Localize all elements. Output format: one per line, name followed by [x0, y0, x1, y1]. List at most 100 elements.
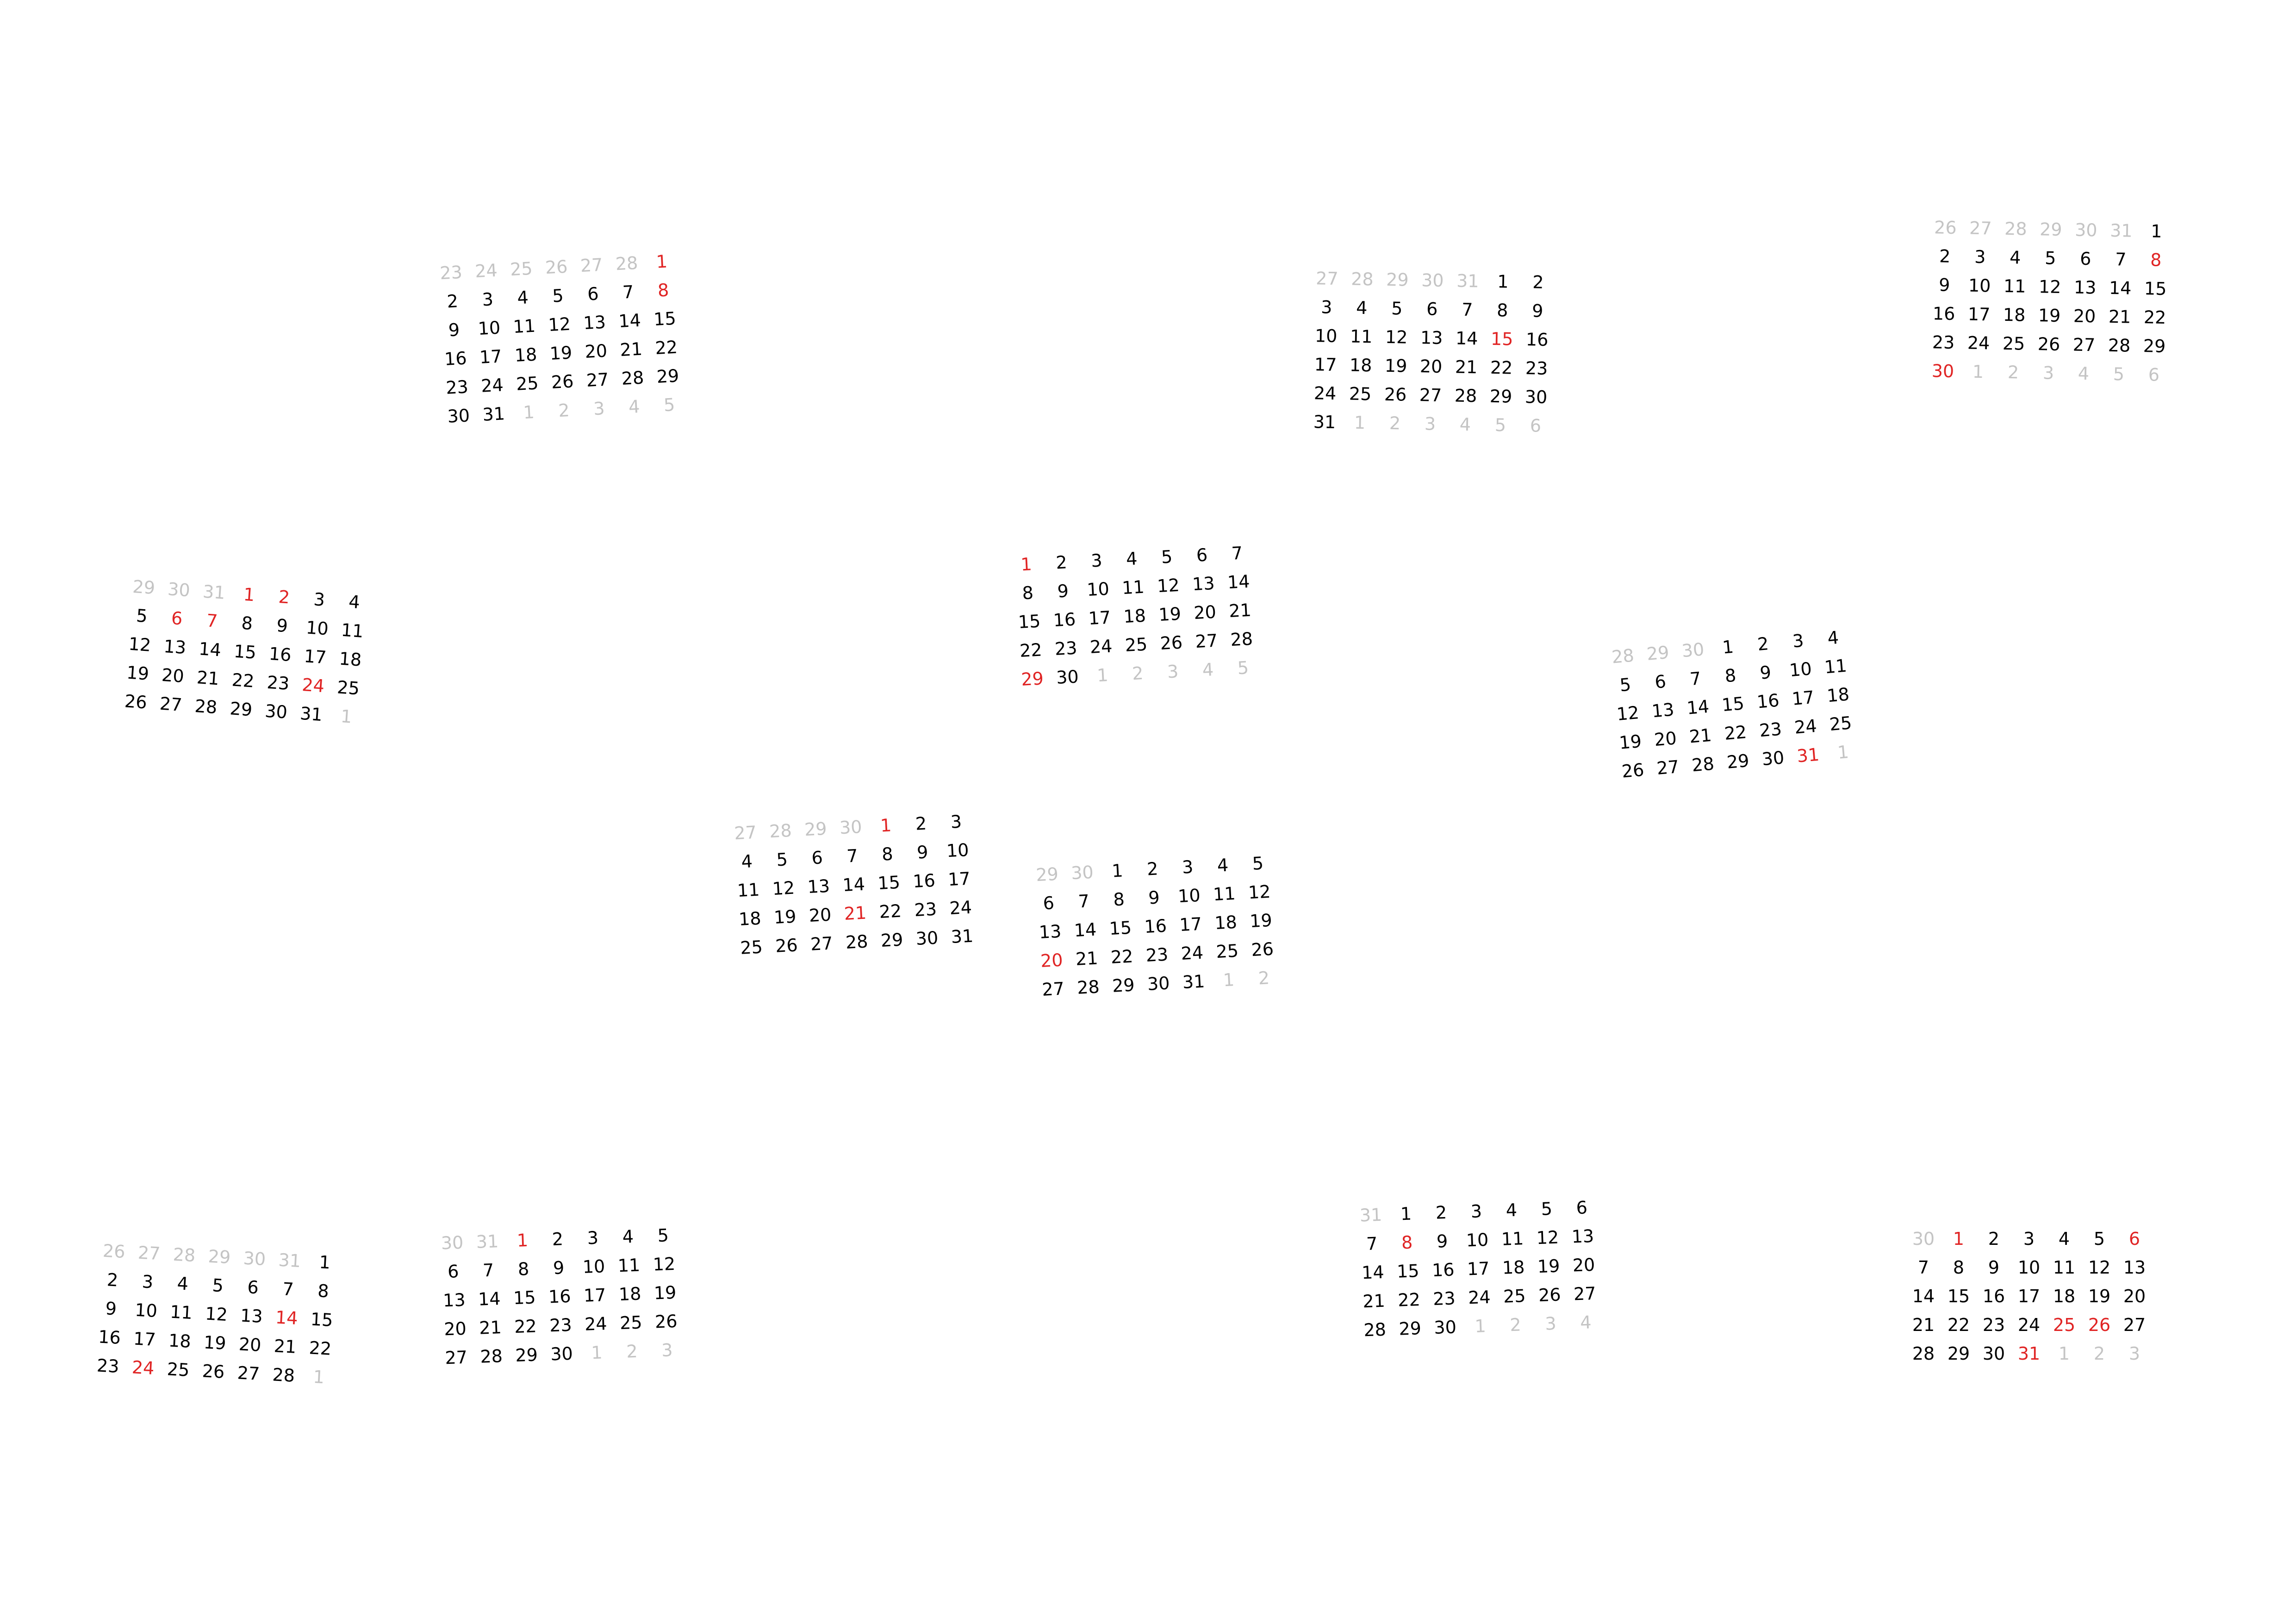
day: 27	[2123, 1315, 2146, 1335]
day: 25	[1829, 712, 1853, 735]
day: 9	[1057, 581, 1069, 602]
day: 14	[618, 310, 641, 332]
day: 4	[1126, 548, 1138, 569]
day: 20	[161, 664, 185, 687]
day: 4	[516, 287, 529, 308]
day-other-month: 4	[628, 396, 641, 418]
day: 16	[1052, 609, 1076, 631]
day: 25	[166, 1359, 190, 1380]
day: 23	[1982, 1315, 2005, 1335]
day: 2	[1988, 1229, 2000, 1249]
day: 5	[1251, 853, 1264, 874]
day: 24	[480, 375, 504, 396]
day: 8	[517, 1258, 529, 1280]
day: 13	[240, 1305, 263, 1327]
day: 17	[1088, 607, 1112, 629]
day: 23	[1054, 637, 1078, 659]
day: 13	[1571, 1225, 1594, 1247]
day: 7	[1366, 1233, 1378, 1255]
day: 3	[1792, 630, 1805, 652]
day: 25	[619, 1312, 643, 1334]
day: 4	[176, 1273, 189, 1294]
day: 6	[2079, 248, 2091, 269]
day: 6	[1195, 544, 1208, 566]
day-other-month: 1	[312, 1366, 325, 1388]
day: 8	[1953, 1257, 1965, 1278]
day: 5	[135, 605, 149, 627]
day: 12	[1536, 1227, 1559, 1249]
day: 3	[481, 289, 494, 310]
day-other-month: 27	[734, 822, 757, 844]
day: 7	[1689, 668, 1702, 690]
day-holiday: 1	[655, 251, 668, 272]
day-other-month: 31	[202, 581, 226, 603]
day: 21	[619, 338, 643, 361]
day: 31	[950, 925, 974, 947]
day-other-month: 30	[441, 1232, 464, 1254]
day: 5	[776, 849, 788, 870]
day-holiday: 14	[275, 1307, 299, 1329]
day: 21	[1912, 1315, 1935, 1335]
day-other-month: 6	[1530, 415, 1542, 436]
day: 10	[1314, 325, 1338, 347]
day: 22	[2143, 307, 2166, 328]
day: 30	[915, 927, 939, 949]
day: 18	[1349, 355, 1372, 376]
day-holiday: 31	[1796, 744, 1820, 767]
day: 20	[1653, 728, 1678, 750]
day-other-month: 1	[1972, 361, 1984, 382]
day-other-month: 1	[523, 401, 535, 423]
day-other-month: 30	[1912, 1229, 1935, 1249]
day: 26	[550, 371, 574, 393]
day: 30	[1982, 1343, 2005, 1364]
day: 5	[1540, 1198, 1553, 1219]
day: 18	[2053, 1286, 2076, 1306]
day: 1	[1400, 1203, 1412, 1224]
day-other-month: 5	[2113, 364, 2125, 385]
day: 17	[303, 646, 327, 668]
day: 27	[1655, 756, 1680, 779]
day: 22	[514, 1316, 537, 1337]
day: 11	[1501, 1228, 1524, 1249]
day: 8	[1021, 582, 1034, 604]
day: 13	[2123, 1257, 2146, 1278]
day: 8	[1113, 889, 1125, 910]
day: 14	[1073, 919, 1097, 941]
day-other-month: 30	[167, 579, 191, 601]
day: 12	[128, 633, 152, 656]
day: 14	[1912, 1286, 1935, 1306]
day-holiday: 6	[2128, 1229, 2140, 1249]
day: 19	[773, 906, 797, 928]
day: 11	[340, 619, 364, 642]
day: 9	[448, 319, 460, 341]
day: 17	[133, 1328, 156, 1350]
day: 27	[1419, 385, 1442, 406]
day-holiday: 31	[2017, 1343, 2041, 1364]
day: 6	[1426, 299, 1438, 319]
day: 30	[1146, 973, 1170, 994]
day-other-month: 1	[591, 1342, 603, 1363]
day: 15	[233, 641, 257, 663]
day: 12	[772, 877, 796, 899]
day-other-month: 1	[1222, 969, 1235, 991]
day-other-month: 1	[340, 706, 353, 727]
day-other-month: 2	[1509, 1314, 1522, 1336]
day-other-month: 1	[2058, 1343, 2070, 1364]
day: 29	[1726, 750, 1750, 773]
day: 3	[1470, 1201, 1482, 1222]
day: 19	[2088, 1286, 2111, 1306]
day-other-month: 4	[1201, 659, 1214, 681]
day: 15	[1108, 917, 1132, 939]
day-other-month: 29	[1035, 863, 1059, 886]
day: 7	[482, 1260, 495, 1281]
day-other-month: 28	[1350, 269, 1374, 290]
day: 17	[1791, 687, 1815, 710]
